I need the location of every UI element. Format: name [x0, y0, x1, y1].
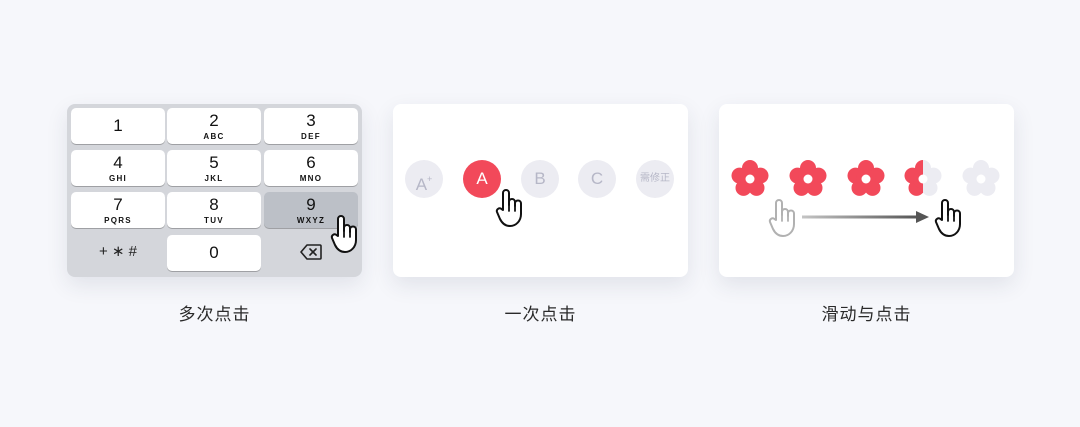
flower-icon[interactable]	[730, 159, 770, 199]
flower-half-icon[interactable]	[903, 159, 943, 199]
key-2[interactable]: 2 ABC	[167, 108, 261, 144]
key-number: 1	[113, 116, 123, 135]
key-letters: GHI	[108, 174, 128, 183]
hand-pointer-icon	[495, 189, 522, 227]
option-c[interactable]: C	[578, 160, 616, 198]
option-label: B	[534, 169, 546, 188]
hand-pointer-icon	[330, 215, 357, 253]
key-letters: PQRS	[104, 216, 132, 225]
key-letters: JKL	[204, 174, 224, 183]
key-number: 9	[306, 195, 316, 214]
option-label: A	[415, 175, 428, 194]
option-a[interactable]: A	[463, 160, 501, 198]
hand-pointer-icon	[934, 199, 961, 237]
backspace-key[interactable]	[264, 234, 358, 270]
option-label: A	[476, 169, 488, 188]
key-3[interactable]: 3 DEF	[264, 108, 358, 144]
key-letters: TUV	[204, 216, 224, 225]
slide-caption: 滑动与点击	[821, 305, 912, 325]
key-letters: ABC	[203, 132, 225, 141]
key-9[interactable]: 9 WXYZ	[264, 192, 358, 228]
option-a-plus[interactable]: A+	[405, 160, 443, 198]
backspace-icon	[300, 244, 322, 260]
key-number: 3	[306, 111, 316, 130]
key-number: 5	[209, 153, 219, 172]
key-number: 4	[113, 153, 123, 172]
option-b[interactable]: B	[521, 160, 559, 198]
key-1[interactable]: 1	[71, 108, 165, 144]
flower-icon[interactable]	[961, 159, 1001, 199]
key-letters: MNO	[299, 174, 323, 183]
key-8[interactable]: 8 TUV	[167, 192, 261, 228]
key-number: 0	[209, 243, 219, 262]
key-4[interactable]: 4 GHI	[71, 150, 165, 186]
option-label: 需修正	[640, 173, 670, 184]
symbols-key[interactable]: + ∗ #	[98, 243, 137, 260]
one-tap-caption: 一次点击	[504, 305, 577, 325]
key-number: 2	[209, 111, 219, 130]
flower-icon[interactable]	[788, 159, 828, 199]
option-label: C	[590, 169, 604, 188]
hand-pointer-faded-icon	[768, 199, 795, 237]
key-6[interactable]: 6 MNO	[264, 150, 358, 186]
key-number: 7	[113, 195, 123, 214]
option-needs-fix[interactable]: 需修正	[636, 160, 674, 198]
key-letters: WXYZ	[296, 216, 326, 225]
keypad-caption: 多次点击	[178, 305, 251, 325]
key-number: 8	[209, 195, 219, 214]
key-0[interactable]: 0	[167, 235, 261, 271]
key-letters: DEF	[301, 132, 321, 141]
key-5[interactable]: 5 JKL	[167, 150, 261, 186]
key-number: 6	[306, 153, 316, 172]
keypad-panel: 1 2 ABC 3 DEF 4 GHI 5 JKL 6 MNO 7 PQRS 8…	[67, 104, 362, 277]
plus-marker: +	[427, 174, 433, 184]
flower-icon[interactable]	[846, 159, 886, 199]
arrow-right-icon	[802, 211, 929, 223]
key-7[interactable]: 7 PQRS	[71, 192, 165, 228]
